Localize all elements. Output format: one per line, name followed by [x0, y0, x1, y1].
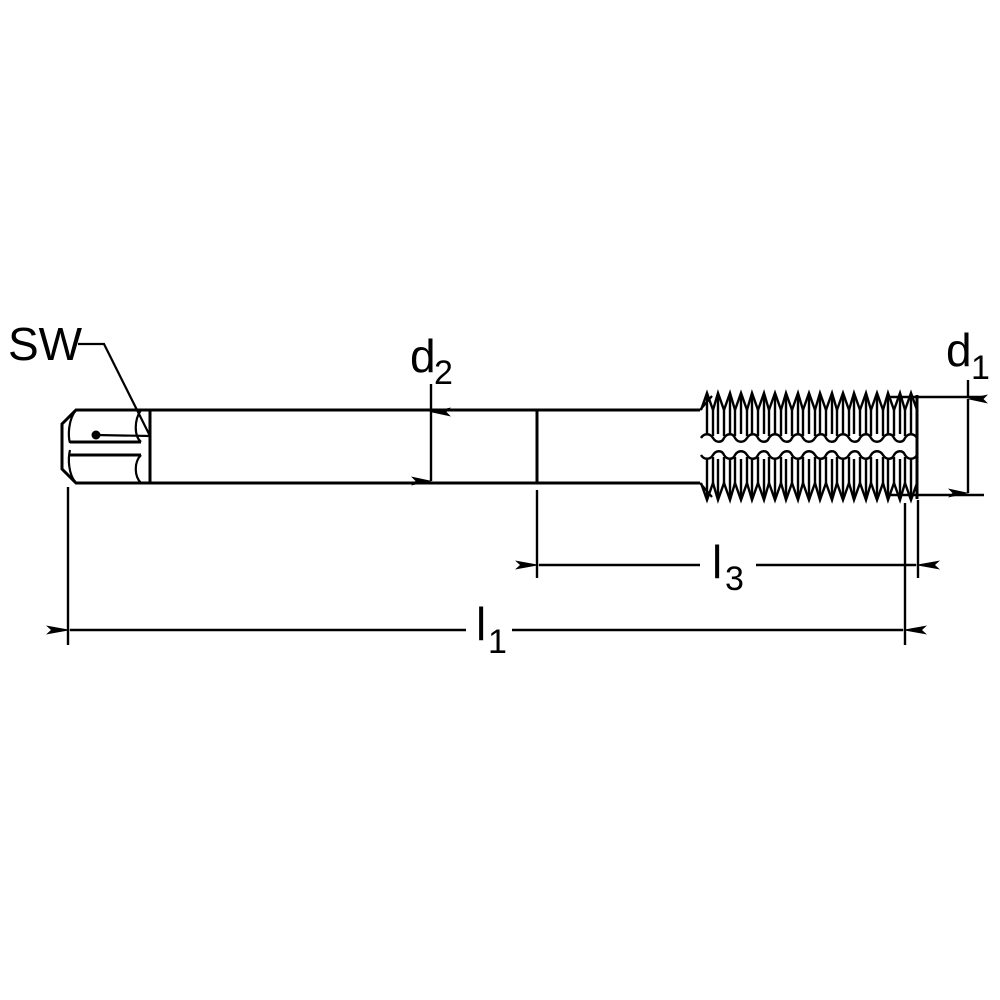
sw-callout: SW [8, 318, 151, 440]
d1-label-main: d [946, 324, 972, 376]
dimension-l3: l 3 [515, 490, 940, 598]
square-flat-fillet-bottom [134, 454, 142, 484]
l3-label-subscript: 3 [725, 560, 744, 598]
thread-core-band-bottom [699, 450, 919, 460]
d2-label-main: d [410, 330, 436, 382]
thread-crest-profile-top [699, 389, 919, 414]
l3-label-main: l [712, 536, 722, 588]
thread-flank-lines-lower [705, 457, 913, 497]
thread-crest-profile-bottom [699, 479, 919, 504]
neck-section [537, 408, 700, 485]
l1-label-main: l [476, 598, 486, 650]
sw-label: SW [8, 318, 83, 370]
dimension-l1: l 1 [46, 487, 927, 661]
dimension-d1: d 1 [886, 324, 990, 498]
dimension-d2: d 2 [410, 330, 453, 486]
thread-flank-lines-upper [705, 396, 913, 436]
l1-label-subscript: 1 [488, 623, 507, 661]
thread-core-band-top [699, 433, 919, 443]
square-drive-chamfer-bottom [67, 449, 77, 484]
thread-section [699, 389, 919, 504]
d1-label-subscript: 1 [971, 349, 990, 387]
square-drive-chamfer-top [67, 409, 77, 444]
sw-leader-tail [95, 433, 151, 438]
d2-label-subscript: 2 [434, 354, 453, 392]
sw-leader-line [78, 342, 151, 437]
shank-section [150, 408, 539, 485]
